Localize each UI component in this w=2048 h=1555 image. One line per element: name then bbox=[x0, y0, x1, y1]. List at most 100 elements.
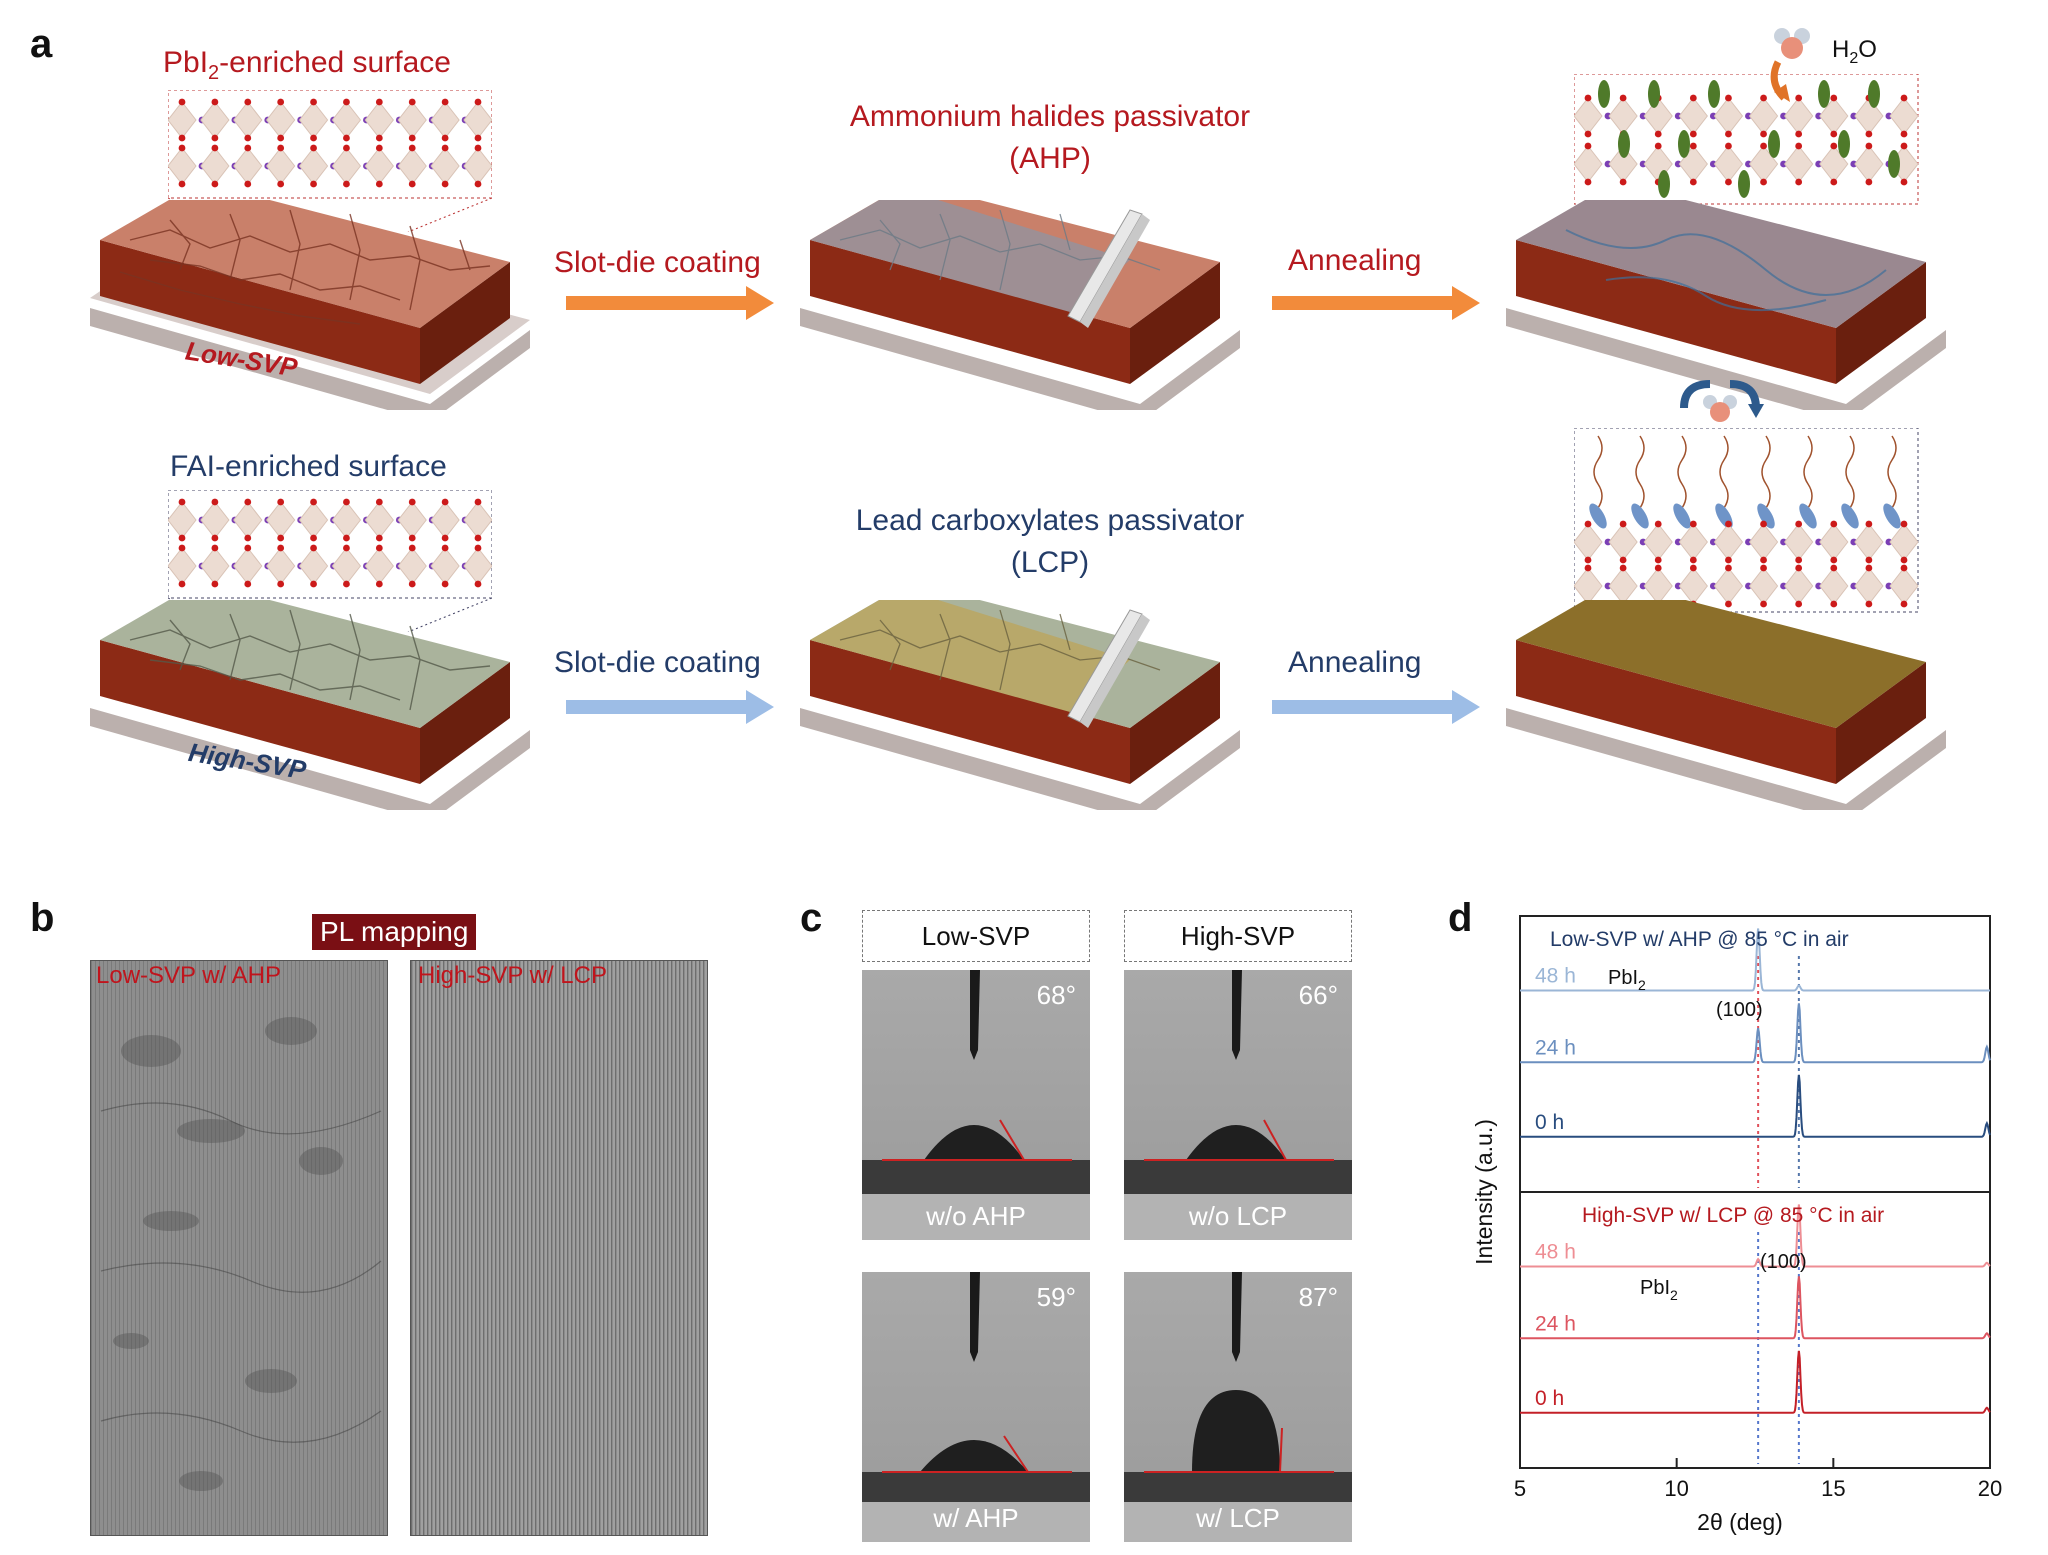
ahp-abbrev: (AHP) bbox=[1009, 142, 1091, 175]
series-label: 0 h bbox=[1535, 1387, 1564, 1410]
halide-atom bbox=[1725, 564, 1732, 572]
panel-label-d: d bbox=[1448, 896, 1473, 940]
cation-atom bbox=[1815, 582, 1823, 590]
halide-atom bbox=[1725, 556, 1732, 564]
pbi2-annotation-bottom: PbI2 bbox=[1640, 1277, 1678, 1303]
arrow-slot-die-2 bbox=[566, 690, 774, 724]
panel-label-a: a bbox=[30, 22, 53, 66]
halide-atom bbox=[1619, 178, 1627, 186]
cation-atom bbox=[1885, 112, 1893, 120]
ahp-molecule bbox=[1768, 130, 1780, 158]
cation-atom bbox=[1780, 160, 1787, 168]
droplet-graphic bbox=[1124, 1272, 1352, 1542]
halide-atom bbox=[1900, 564, 1908, 572]
cation-atom bbox=[1815, 538, 1823, 546]
cation-atom bbox=[1674, 582, 1682, 590]
plot-frame-bottom bbox=[1519, 1191, 1991, 1469]
halide-atom bbox=[310, 144, 317, 152]
halide-atom bbox=[1760, 130, 1767, 138]
plane-annotation-top: (100) bbox=[1716, 999, 1763, 1021]
carboxylate-head bbox=[1589, 503, 1607, 529]
halide-atom bbox=[408, 144, 416, 152]
halide-atom bbox=[375, 580, 383, 588]
halide-atom bbox=[1760, 564, 1767, 572]
xrd-series-line bbox=[1520, 1204, 1991, 1268]
pbi2-enriched-label: PbI2-enriched surface bbox=[163, 46, 451, 84]
pl-map-high-svp bbox=[410, 960, 708, 1536]
halide-atom bbox=[408, 534, 416, 542]
halide-atom bbox=[474, 180, 482, 188]
halide-atom bbox=[1900, 94, 1908, 102]
cation-atom bbox=[1745, 112, 1752, 120]
halide-atom bbox=[244, 498, 252, 506]
halide-atom bbox=[1689, 94, 1697, 102]
halide-atom bbox=[1689, 178, 1697, 186]
ahp-passivated-inset bbox=[1574, 74, 1919, 205]
halide-atom bbox=[474, 98, 482, 106]
halide-atom bbox=[1760, 600, 1767, 608]
halide-atom bbox=[1725, 142, 1732, 150]
halide-atom bbox=[178, 534, 186, 542]
halide-atom bbox=[474, 498, 482, 506]
ahp-molecule bbox=[1738, 170, 1750, 198]
halide-atom bbox=[1584, 520, 1592, 528]
x-tick-label: 20 bbox=[1978, 1476, 2002, 1501]
halide-atom bbox=[1795, 130, 1803, 138]
halide-atom bbox=[343, 144, 350, 152]
lcp-title: Lead carboxylates passivator bbox=[855, 504, 1245, 537]
halide-atom bbox=[1830, 520, 1838, 528]
ahp-molecule bbox=[1818, 80, 1830, 108]
halide-atom bbox=[277, 144, 285, 152]
halide-atom bbox=[178, 498, 186, 506]
droplet-graphic bbox=[862, 970, 1090, 1240]
halide-atom bbox=[1865, 520, 1873, 528]
fai-enriched-label: FAI-enriched surface bbox=[170, 450, 447, 483]
halide-atom bbox=[178, 544, 186, 552]
halide-atom bbox=[1830, 142, 1838, 150]
halide-atom bbox=[375, 498, 383, 506]
cation-atom bbox=[1604, 160, 1612, 168]
y-axis-label: Intensity (a.u.) bbox=[1471, 1119, 1497, 1265]
series-label: 24 h bbox=[1535, 1036, 1576, 1059]
lcp-annealed-slab bbox=[1506, 600, 1946, 810]
halide-atom bbox=[1725, 178, 1732, 186]
halide-atom bbox=[441, 98, 449, 106]
halide-atom bbox=[310, 134, 317, 142]
arrow-annealing-2 bbox=[1272, 690, 1480, 724]
water-molecule-icon bbox=[1770, 28, 1810, 102]
cation-atom bbox=[1639, 538, 1647, 546]
ahp-molecule bbox=[1868, 80, 1880, 108]
halide-atom bbox=[474, 144, 482, 152]
lcp-abbrev: (LCP) bbox=[1010, 546, 1090, 579]
cation-atom bbox=[1674, 538, 1682, 546]
contact-angle-value: 66° bbox=[1298, 980, 1338, 1010]
halide-atom bbox=[343, 534, 350, 542]
ahp-molecule bbox=[1888, 150, 1900, 178]
halide-atom bbox=[1725, 600, 1732, 608]
halide-atom bbox=[1760, 94, 1767, 102]
carboxylate-head bbox=[1631, 503, 1649, 529]
halide-atom bbox=[211, 134, 219, 142]
halide-atom bbox=[1654, 556, 1662, 564]
halide-atom bbox=[1830, 600, 1838, 608]
halide-atom bbox=[1689, 564, 1697, 572]
cation-atom bbox=[1850, 538, 1858, 546]
cation-atom bbox=[1850, 112, 1858, 120]
halide-atom bbox=[1830, 178, 1838, 186]
contact-caption: w/ AHP bbox=[933, 1503, 1019, 1533]
series-label: 48 h bbox=[1535, 965, 1576, 988]
halide-atom bbox=[408, 134, 416, 142]
alkyl-chain bbox=[1887, 435, 1897, 509]
step-slot-die-2: Slot-die coating bbox=[554, 646, 761, 679]
ahp-molecule bbox=[1598, 80, 1610, 108]
cation-atom bbox=[1604, 582, 1612, 590]
cation-atom bbox=[1674, 160, 1682, 168]
halide-atom bbox=[1584, 556, 1592, 564]
droplet-graphic bbox=[1124, 970, 1352, 1240]
halide-atom bbox=[1725, 94, 1732, 102]
halide-atom bbox=[1900, 556, 1908, 564]
cation-atom bbox=[1885, 582, 1893, 590]
halide-atom bbox=[441, 580, 449, 588]
halide-atom bbox=[474, 134, 482, 142]
